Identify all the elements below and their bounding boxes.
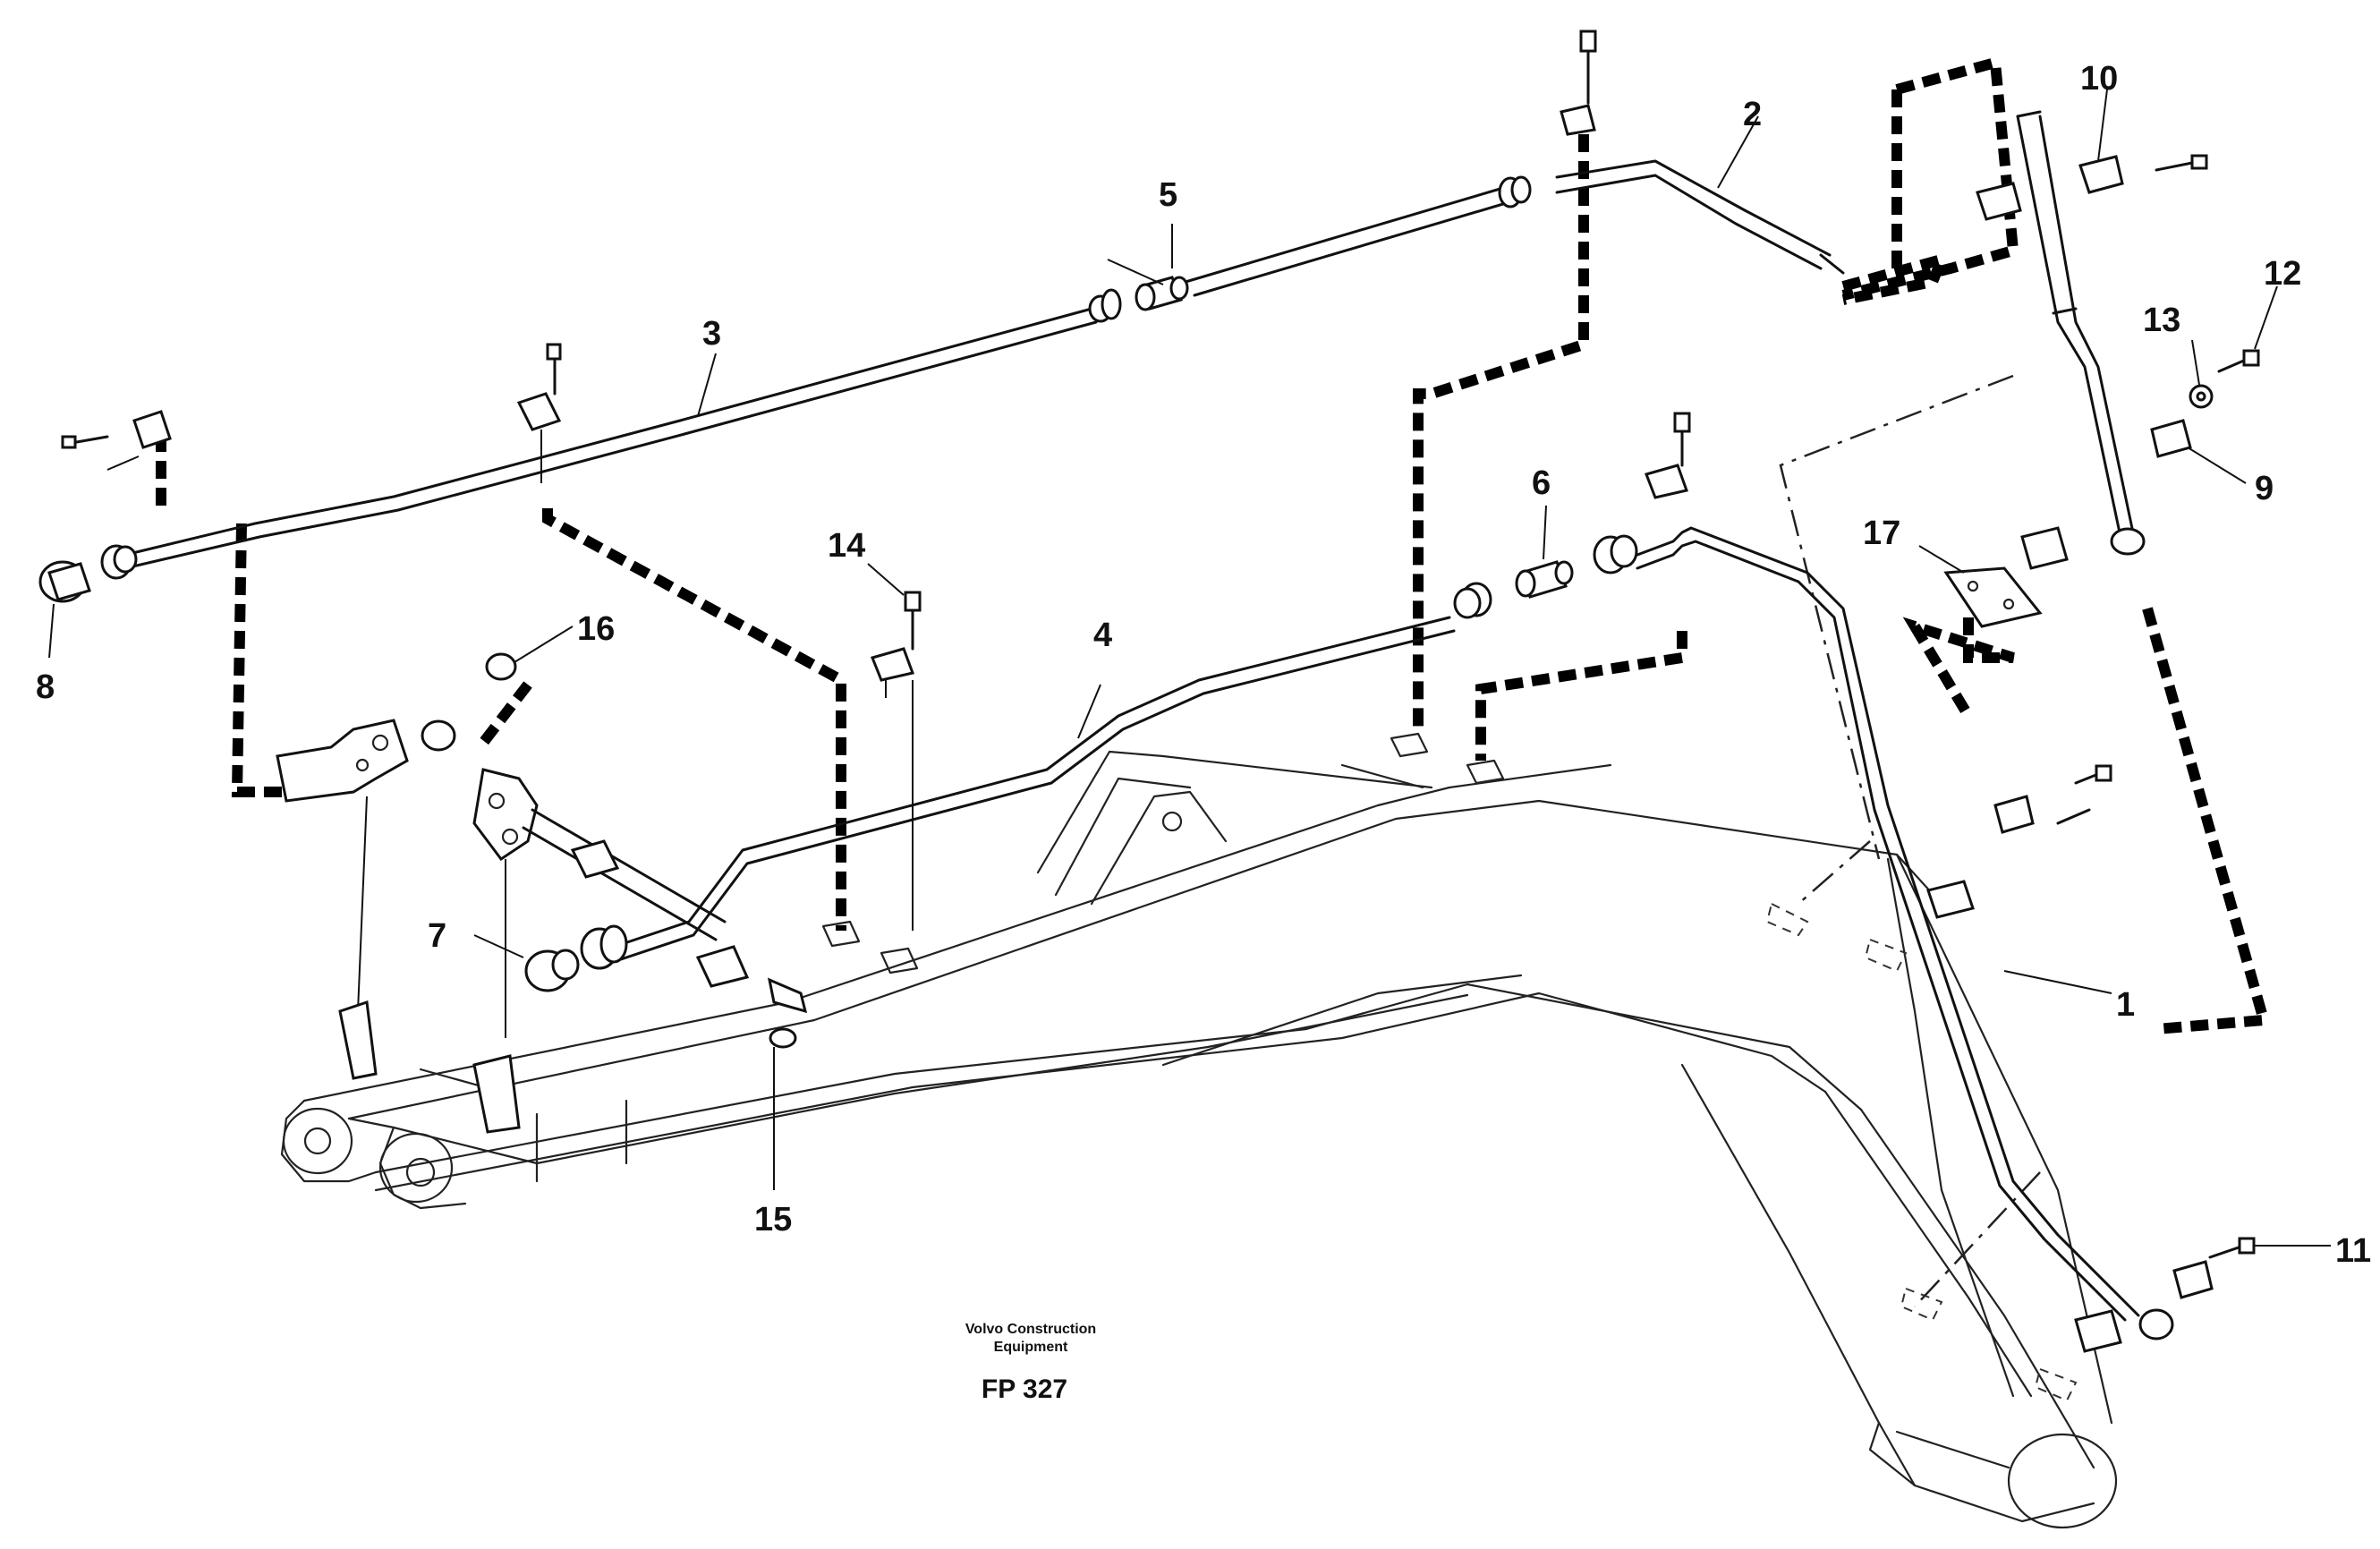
fitting-nut [599,924,628,964]
pipe-4-lower [607,526,2140,1322]
callout-7: 7 [428,917,446,955]
callout-labels: 1 2 3 4 5 6 7 8 9 10 11 12 13 14 15 16 1… [36,60,2371,1270]
callout-2: 2 [1743,96,1762,133]
callout-9: 9 [2255,470,2274,507]
figure-number: FP 327 [982,1375,1067,1404]
callout-16: 16 [577,610,615,648]
clamps [61,30,2260,1353]
break-lines [156,55,2271,1034]
callout-8: 8 [36,668,55,706]
adapter-6 [1515,560,1574,599]
route-line-2 [1798,840,1871,905]
callout-6: 6 [1532,464,1551,502]
boom-structure [280,732,2118,1529]
callout-11: 11 [2335,1232,2371,1270]
end-cap-8 [38,544,138,603]
callout-5: 5 [1159,176,1177,214]
route-line-3 [1914,1171,2041,1307]
callout-10: 10 [2080,60,2118,98]
figure-caption: Volvo Construction Equipment FP 327 [965,1322,1096,1404]
route-line-1 [1779,374,2014,860]
maker-line-1: Volvo Construction [965,1322,1096,1337]
fitting-nut [1510,175,1532,204]
fitting-nut [1101,288,1122,320]
callout-1: 1 [2116,986,2135,1024]
callout-17: 17 [1863,515,1900,552]
callout-4: 4 [1093,617,1112,654]
end-cap-7 [524,949,580,992]
callout-14: 14 [828,527,865,565]
fitting-nut [2138,1308,2174,1340]
callout-leaders [48,89,2331,1247]
maker-line-2: Equipment [994,1340,1068,1355]
pipe-3-upper [123,159,1845,570]
adapter-5 [1135,276,1189,311]
fitting-nut [1610,534,1638,568]
callout-12: 12 [2264,255,2301,293]
callout-13: 13 [2143,302,2180,339]
pipe-1-right [2016,110,2146,556]
callout-15: 15 [754,1201,792,1238]
fitting-nut [1453,587,1482,619]
callout-3: 3 [702,315,721,353]
